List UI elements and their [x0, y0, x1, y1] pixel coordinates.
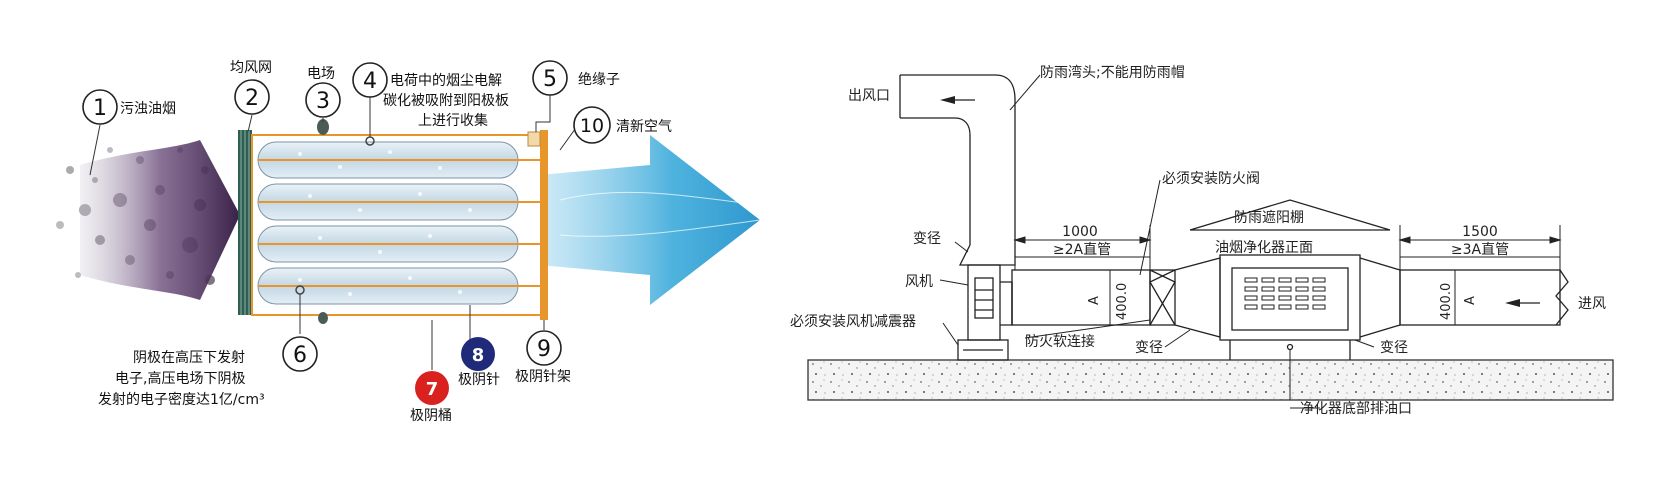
cad-leaders: [939, 74, 1375, 409]
callout-10-number: 10: [580, 115, 604, 137]
left-length-dim: 1000: [1062, 224, 1098, 240]
callout-7-label: 极阴桶: [410, 408, 452, 424]
purifier-grille: [1244, 277, 1326, 310]
cathode-knob: [318, 312, 328, 324]
fan: [967, 264, 1001, 341]
fire-valve-label: 必须安装防火阀: [1162, 171, 1260, 187]
callout-8: 8 极阴针: [458, 337, 500, 388]
callout-4-number: 4: [363, 69, 377, 94]
a-right-dim: A: [1463, 296, 1478, 305]
callout-7: 7 极阴桶: [410, 371, 452, 424]
outlet-label: 出风口: [848, 88, 890, 104]
callout-8-label: 极阴针: [458, 372, 500, 388]
callout-5: 5 绝缘子: [532, 60, 620, 96]
callout-1-label: 污浊油烟: [120, 101, 176, 117]
callout-3-number: 3: [316, 89, 330, 114]
callout-6-line-2: 电子,高压电场下阴极: [115, 370, 245, 387]
callout-2: 均风网 2: [230, 60, 272, 115]
esp-illustration: 1 污浊油烟 均风网 2 电场 3 4 电荷中的烟尘电解 碳化被吸附到阳极板 上…: [56, 60, 761, 424]
drain-outlet: [1286, 343, 1294, 351]
callout-4-line-1: 电荷中的烟尘电解: [390, 73, 502, 89]
purifier-front-label: 油烟净化器正面: [1215, 240, 1313, 256]
inlet-label: 进风: [1578, 296, 1606, 312]
fan-damper-label: 必须安装风机减震器: [790, 314, 916, 330]
callout-3-label: 电场: [307, 66, 335, 82]
callout-3: 电场 3: [305, 66, 341, 118]
callout-10: 10 清新空气: [573, 106, 672, 144]
height-right-dim: 400.0: [1439, 283, 1454, 320]
callout-6-number: 6: [293, 343, 307, 368]
oil-smoke-purifier: [1219, 254, 1361, 341]
callout-2-number: 2: [245, 86, 259, 111]
inlet-break: [1555, 269, 1569, 326]
smoke-arrow: [80, 140, 240, 300]
ground-slab: [807, 359, 1614, 401]
reducer-top-label: 变径: [913, 231, 941, 247]
callout-4-line-2: 碳化被吸附到阳极板: [383, 93, 509, 109]
right-pipe-dim: ≥3A直管: [1451, 241, 1509, 258]
fan-label: 风机: [905, 274, 933, 290]
callout-10-label: 清新空气: [616, 119, 672, 135]
reducer-right: [1359, 257, 1401, 338]
right-duct: [1399, 269, 1561, 326]
clean-air-arrow: [540, 135, 760, 305]
reducer-mid-label: 变径: [1135, 340, 1163, 356]
callout-6: 6 阴极在高压下发射 电子,高压电场下阴极 发射的电子密度达1亿/cm³: [98, 336, 318, 408]
insulator: [527, 131, 541, 147]
fire-soft-joint: [1149, 269, 1176, 326]
exhaust-elbow: [900, 74, 1016, 245]
callout-9-number: 9: [537, 337, 551, 362]
callout-8-number: 8: [472, 345, 485, 366]
callout-9-label: 极阴针架: [515, 369, 571, 385]
rain-elbow-label: 防雨湾头;不能用防雨帽: [1040, 64, 1185, 81]
electric-field-knob: [317, 119, 329, 135]
callout-7-number: 7: [426, 379, 439, 400]
callout-6-line-3: 发射的电子密度达1亿/cm³: [98, 391, 265, 408]
callout-4-line-3: 上进行收集: [418, 112, 488, 129]
reducer-mid: [1174, 257, 1221, 338]
installation-labels: 出风口 防雨湾头;不能用防雨帽 必须安装防火阀 防雨遮阳棚 变径 风机 必须安装…: [790, 64, 1606, 417]
inlet-arrow: [1505, 299, 1520, 307]
sunshade: [1189, 199, 1391, 231]
a-left-dim: A: [1087, 296, 1102, 305]
drain-label: 净化器底部排油口: [1300, 401, 1412, 417]
outlet-arrow: [940, 96, 955, 104]
callout-6-line-1: 阴极在高压下发射: [133, 349, 245, 366]
installation-drawing: [807, 74, 1614, 409]
anode-tubes: [257, 131, 541, 305]
reducer-right-label: 变径: [1380, 340, 1408, 356]
callout-5-number: 5: [543, 67, 557, 92]
height-left-dim: 400.0: [1115, 283, 1130, 320]
callout-1: 1 污浊油烟: [82, 89, 176, 125]
callout-5-label: 绝缘子: [578, 72, 620, 88]
callout-4: 4 电荷中的烟尘电解 碳化被吸附到阳极板 上进行收集: [352, 62, 509, 129]
callout-9: 9 极阴针架: [515, 330, 571, 385]
sunshade-label: 防雨遮阳棚: [1234, 210, 1304, 226]
fire-soft-joint-label: 防火软连接: [1025, 333, 1095, 350]
left-pipe-dim: ≥2A直管: [1053, 241, 1111, 258]
callout-2-label: 均风网: [230, 60, 272, 76]
needle-rack: [540, 130, 548, 320]
callout-1-number: 1: [93, 96, 107, 121]
dimension-lines: [1013, 225, 1562, 325]
fan-damper: [957, 339, 1009, 361]
right-length-dim: 1500: [1462, 224, 1498, 240]
